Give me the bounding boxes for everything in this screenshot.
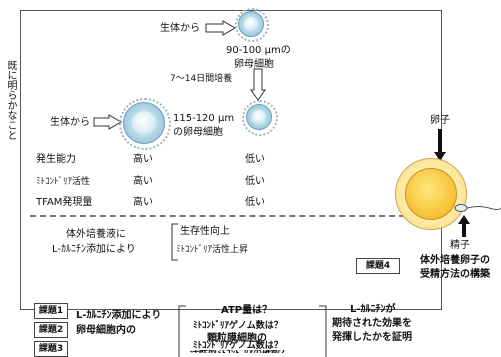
task4-text-2: 受精方法の構築: [420, 269, 490, 280]
egg-arrow: [434, 129, 446, 161]
task-4-badge: 課題4: [356, 258, 400, 274]
culture-label: 7～14日間培養: [170, 74, 233, 84]
row-label: ﾐﾄｺﾝﾄﾞﾘｱ活性: [36, 177, 91, 187]
row-right-value: 低い: [245, 154, 265, 165]
proof-text-3: 発揮したかを証明: [332, 332, 412, 343]
effect-label-2: ﾐﾄｺﾝﾄﾞﾘｱ活性上昇: [176, 245, 249, 255]
task12-text-1: L-ｶﾙﾆﾁﾝ添加により: [76, 310, 162, 321]
small-oocyte-label-1: 90-100 μmの: [226, 45, 291, 56]
question-bracket: [178, 305, 327, 357]
small-oocyte-granulosa: [235, 8, 269, 42]
arrow-to-large-oocyte: [93, 114, 122, 130]
sperm-icon: [454, 204, 501, 212]
sperm-arrow: [458, 215, 470, 237]
task-3-badge: 課題3: [34, 341, 68, 357]
effect-bracket: [171, 223, 178, 261]
addition-label-2: L-ｶﾙﾆﾁﾝ添加により: [52, 244, 136, 255]
source-label-left: 生体から: [50, 117, 90, 128]
question-mito-genome: ﾐﾄｺﾝﾄﾞﾘｱゲノム数は？: [193, 321, 283, 331]
question-granulosa: 顆粒膜細胞の: [207, 333, 267, 344]
proof-text-1: L-ｶﾙﾆﾁﾝが: [350, 304, 396, 315]
large-oocyte: [123, 102, 165, 144]
cultured-oocyte-granulosa: [242, 100, 278, 136]
sperm-label: 精子: [450, 240, 470, 251]
small-oocyte-label-2: 卵母細胞: [234, 59, 274, 70]
row-label: 発生能力: [36, 154, 76, 165]
question-active-mito: 活性型ﾐﾄｺﾝﾄﾞﾘｱの確認？: [190, 350, 289, 353]
row-left-value: 高い: [133, 197, 153, 208]
small-oocyte: [238, 11, 264, 37]
addition-label-1: 体外培養液に: [66, 229, 126, 240]
effect-label-1: 生存性向上: [180, 226, 230, 237]
row-right-value: 低い: [245, 176, 265, 187]
task-1-badge: 課題1: [34, 303, 68, 319]
egg-label: 卵子: [430, 115, 450, 126]
row-left-value: 高い: [133, 154, 153, 165]
proof-text-2: 期待された効果を: [332, 318, 412, 329]
question-granulosa-genome: ﾐﾄｺﾝﾄﾞﾘｱゲノム数は？: [193, 341, 283, 351]
task4-text-1: 体外培養卵子の: [420, 255, 490, 266]
row-right-value: 低い: [245, 197, 265, 208]
cultured-oocyte: [246, 104, 272, 130]
large-oocyte-label-1: 115-120 μm: [173, 113, 235, 124]
arrow-to-small-oocyte: [205, 20, 236, 36]
egg-cell: [405, 168, 457, 220]
culture-arrow: [250, 68, 266, 101]
row-label: TFAM発現量: [36, 197, 93, 208]
large-oocyte-granulosa: [119, 98, 171, 150]
task12-text-2: 卵母細胞内の: [76, 325, 136, 336]
question-atp: ATP量は？: [221, 305, 273, 316]
task-2-badge: 課題2: [34, 322, 68, 338]
large-oocyte-label-2: の卵母細胞: [173, 127, 223, 138]
source-label-top: 生体から: [160, 23, 200, 34]
row-left-value: 高い: [133, 176, 153, 187]
vertical-label: 既に明らかなこと: [2, 60, 16, 140]
dashed-divider: [30, 215, 435, 217]
